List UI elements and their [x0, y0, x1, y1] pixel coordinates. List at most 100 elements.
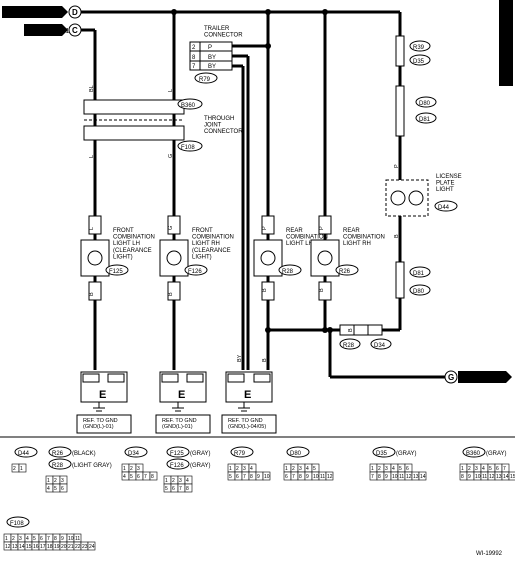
- legend-pin: 9: [61, 536, 64, 542]
- legend-pin: 1: [5, 536, 8, 542]
- legend-pin: 8: [378, 474, 381, 480]
- legend-pin: 7: [503, 466, 506, 472]
- legend-pin: 7: [144, 474, 147, 480]
- svg-text:2: 2: [192, 45, 196, 51]
- legend-note: (BLACK): [72, 451, 96, 457]
- svg-text:D81: D81: [419, 117, 431, 123]
- legend-pin: 6: [236, 474, 239, 480]
- svg-text:D80: D80: [413, 289, 425, 295]
- wire-color-label: B: [319, 288, 325, 292]
- legend-pin: 6: [285, 474, 288, 480]
- wire-color-label: B: [168, 292, 174, 296]
- legend-pin: 3: [385, 466, 388, 472]
- legend-pin: 4: [26, 536, 29, 542]
- legend-pin: 1: [371, 466, 374, 472]
- svg-text:D44: D44: [438, 205, 450, 211]
- svg-text:B360: B360: [181, 103, 196, 109]
- legend-pin: 6: [496, 466, 499, 472]
- legend-pin: 2: [13, 466, 16, 472]
- legend-code: F108: [10, 521, 24, 527]
- legend-pin: 12: [489, 474, 495, 480]
- legend-code: D80: [290, 451, 302, 457]
- legend-pin: 1: [229, 466, 232, 472]
- legend-code: R28: [52, 463, 64, 469]
- legend-pin: 8: [461, 474, 464, 480]
- legend-pin: 1: [165, 478, 168, 484]
- legend-pin: 3: [61, 478, 64, 484]
- title-bar: [499, 0, 513, 86]
- legend-code: D35: [376, 451, 388, 457]
- legend-pin: 11: [75, 536, 80, 542]
- svg-text:R28: R28: [343, 343, 355, 349]
- legend-pin: 6: [137, 474, 140, 480]
- legend-pin: 1: [20, 466, 23, 472]
- legend-pin: 4: [47, 486, 50, 492]
- legend-pin: 23: [82, 544, 88, 550]
- svg-text:R79: R79: [199, 77, 211, 83]
- wire-color-label: B: [262, 358, 268, 362]
- legend-pin: 6: [172, 486, 175, 492]
- legend-pin: 2: [468, 466, 471, 472]
- legend-pin: 12: [406, 474, 412, 480]
- legend-note: (GRAY): [486, 451, 507, 457]
- legend-pin: 2: [12, 536, 15, 542]
- legend-pin: 1: [461, 466, 464, 472]
- junction-dots: [171, 9, 333, 333]
- legend-pin: 6: [61, 486, 64, 492]
- right-connectors: R39 D35 D80 D81 D81 D80: [395, 35, 437, 299]
- legend-pin: 3: [299, 466, 302, 472]
- legend-pin: 1: [285, 466, 288, 472]
- legend-pin: 5: [33, 536, 36, 542]
- legend-pin: 7: [243, 474, 246, 480]
- legend-pin: 5: [130, 474, 133, 480]
- legend-pin: 6: [40, 536, 43, 542]
- svg-text:G: G: [448, 373, 454, 382]
- svg-text:E: E: [99, 389, 106, 401]
- lamp-connector-label: F125: [109, 269, 123, 275]
- legend-pin: 20: [61, 544, 67, 550]
- legend-pin: 14: [420, 474, 426, 480]
- legend-pin: 5: [489, 466, 492, 472]
- wire-color-label: P: [394, 164, 400, 168]
- svg-text:D81: D81: [413, 271, 425, 277]
- legend-code: R79: [234, 451, 246, 457]
- legend-pin: 11: [320, 474, 325, 480]
- wire-color-label: B: [262, 288, 268, 292]
- legend-pin: 9: [306, 474, 309, 480]
- legend-pin: 13: [496, 474, 502, 480]
- legend-pin: 11: [399, 474, 404, 480]
- svg-text:D: D: [72, 8, 78, 17]
- legend-code: F126: [170, 463, 184, 469]
- figure-id: WI-19992: [476, 551, 503, 557]
- svg-text:7: 7: [192, 64, 196, 70]
- wire-color-label: B: [89, 292, 95, 296]
- source-arrow-d: ILLUMI(L)-01 D: [2, 5, 82, 19]
- legend-pin: 7: [371, 474, 374, 480]
- svg-text:E: E: [244, 389, 251, 401]
- svg-text:P: P: [208, 45, 212, 51]
- svg-text:ILLUMI(L)-01: ILLUMI(L)-01: [28, 28, 69, 35]
- legend-pin: 19: [54, 544, 60, 550]
- legend-pin: 13: [12, 544, 18, 550]
- source-arrow-c: ILLUMI(L)-01 C: [24, 23, 82, 37]
- legend-pin: 9: [257, 474, 260, 480]
- legend-pin: 3: [137, 466, 140, 472]
- ground-ref-label: REF. TO GND(GND(L)-01): [83, 418, 118, 430]
- legend-pin: 10: [475, 474, 481, 480]
- ground-block: E REF. TO GND(GND(L)-01): [76, 371, 132, 434]
- legend-pin: 10: [392, 474, 398, 480]
